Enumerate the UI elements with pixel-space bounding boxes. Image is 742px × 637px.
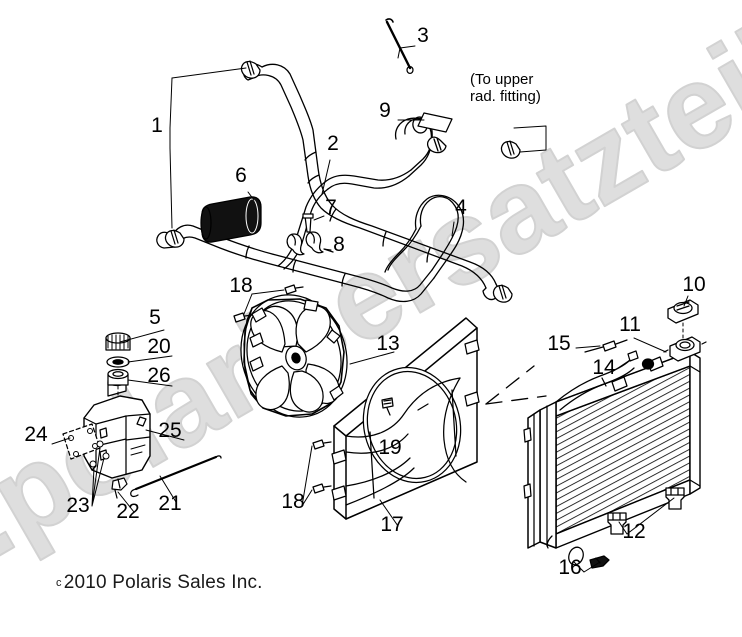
part-cooling-fan [240,294,348,418]
hose-clamp-glyph [427,136,447,154]
callout-clip-and-grommet-16: 16 [558,556,581,579]
callout-hose-sleeve-6: 6 [235,164,247,187]
callout-flat-strip-9: 9 [379,99,391,122]
callout-vent-tube-21: 21 [158,492,181,515]
callout-screw-long-15: 15 [547,332,570,355]
part-vent-tube [130,455,222,498]
leader-lines [51,45,689,573]
callout-filler-neck-11: 11 [619,313,641,336]
callout-fan-screw-18: 18 [229,274,252,297]
part-rod [385,18,414,75]
copyright-symbol: c [56,577,62,589]
callout-shroud-opening-19: 19 [378,436,401,459]
callout-coolant-reservoir-25: 25 [158,419,181,442]
part-screw-18a [284,284,304,295]
callout-screw-7: 7 [325,196,337,219]
part-radiator-cap [667,299,699,339]
part-radiator [523,336,707,549]
part-screw-18d [312,483,332,494]
part-hose-clamp-a [240,60,261,79]
part-bolts-23 [89,440,110,468]
part-screw-18c [312,439,332,450]
part-screw-15 [584,339,628,353]
part-screw-7 [302,213,314,233]
callout-cooling-fan-13: 13 [376,332,399,355]
callout-nut-14: 14 [592,356,616,379]
callout-hose-clamp-rod-3: 3 [417,24,429,47]
part-reservoir-cap [105,332,131,351]
callout-fitting-22: 22 [116,500,139,523]
copyright-text: 2010 Polaris Sales Inc. [63,572,263,593]
callout-numbers: 1234567891011121314151617181819202122232… [24,24,705,579]
callout-hose-clip-8: 8 [333,233,345,256]
callout-hose-clamp-1: 1 [151,114,163,137]
part-flat-strip [417,112,453,133]
callout-reservoir-cap-5: 5 [149,306,161,329]
callout-bolt-set-23: 23 [66,494,89,517]
part-hose-clamp-d [492,284,513,303]
part-rubber-mount-b [665,487,685,510]
callout-reservoir-neck-26: 26 [147,364,170,387]
callout-fan-shroud-17: 17 [380,513,403,536]
part-hose-sleeve [200,196,262,243]
part-grommet-16 [568,546,584,566]
callout-mounting-bracket-24: 24 [24,423,48,446]
callout-upper-radiator-hose-2: 2 [327,132,339,155]
alignment-dashes [485,365,547,405]
callout-radiator-cap-10: 10 [682,273,705,296]
part-hose-clamp-c [500,140,521,159]
part-screw-18b [233,312,253,323]
callout-rubber-mount-12: 12 [622,520,645,543]
callout-o-ring-20: 20 [147,335,170,358]
part-o-ring [106,356,130,368]
part-reservoir-neck [107,368,129,386]
part-hose-clamp-b [164,229,185,248]
callout-shroud-screw-18: 18 [281,490,304,513]
part-nut-14 [627,350,655,370]
part-rubber-mount-a [607,512,627,535]
part-filler-neck [663,336,707,362]
callout-lower-radiator-hose-4: 4 [455,196,467,219]
part-fitting-22 [111,477,128,499]
part-lower-hose-right [384,194,465,279]
part-fan-shroud [331,317,480,520]
